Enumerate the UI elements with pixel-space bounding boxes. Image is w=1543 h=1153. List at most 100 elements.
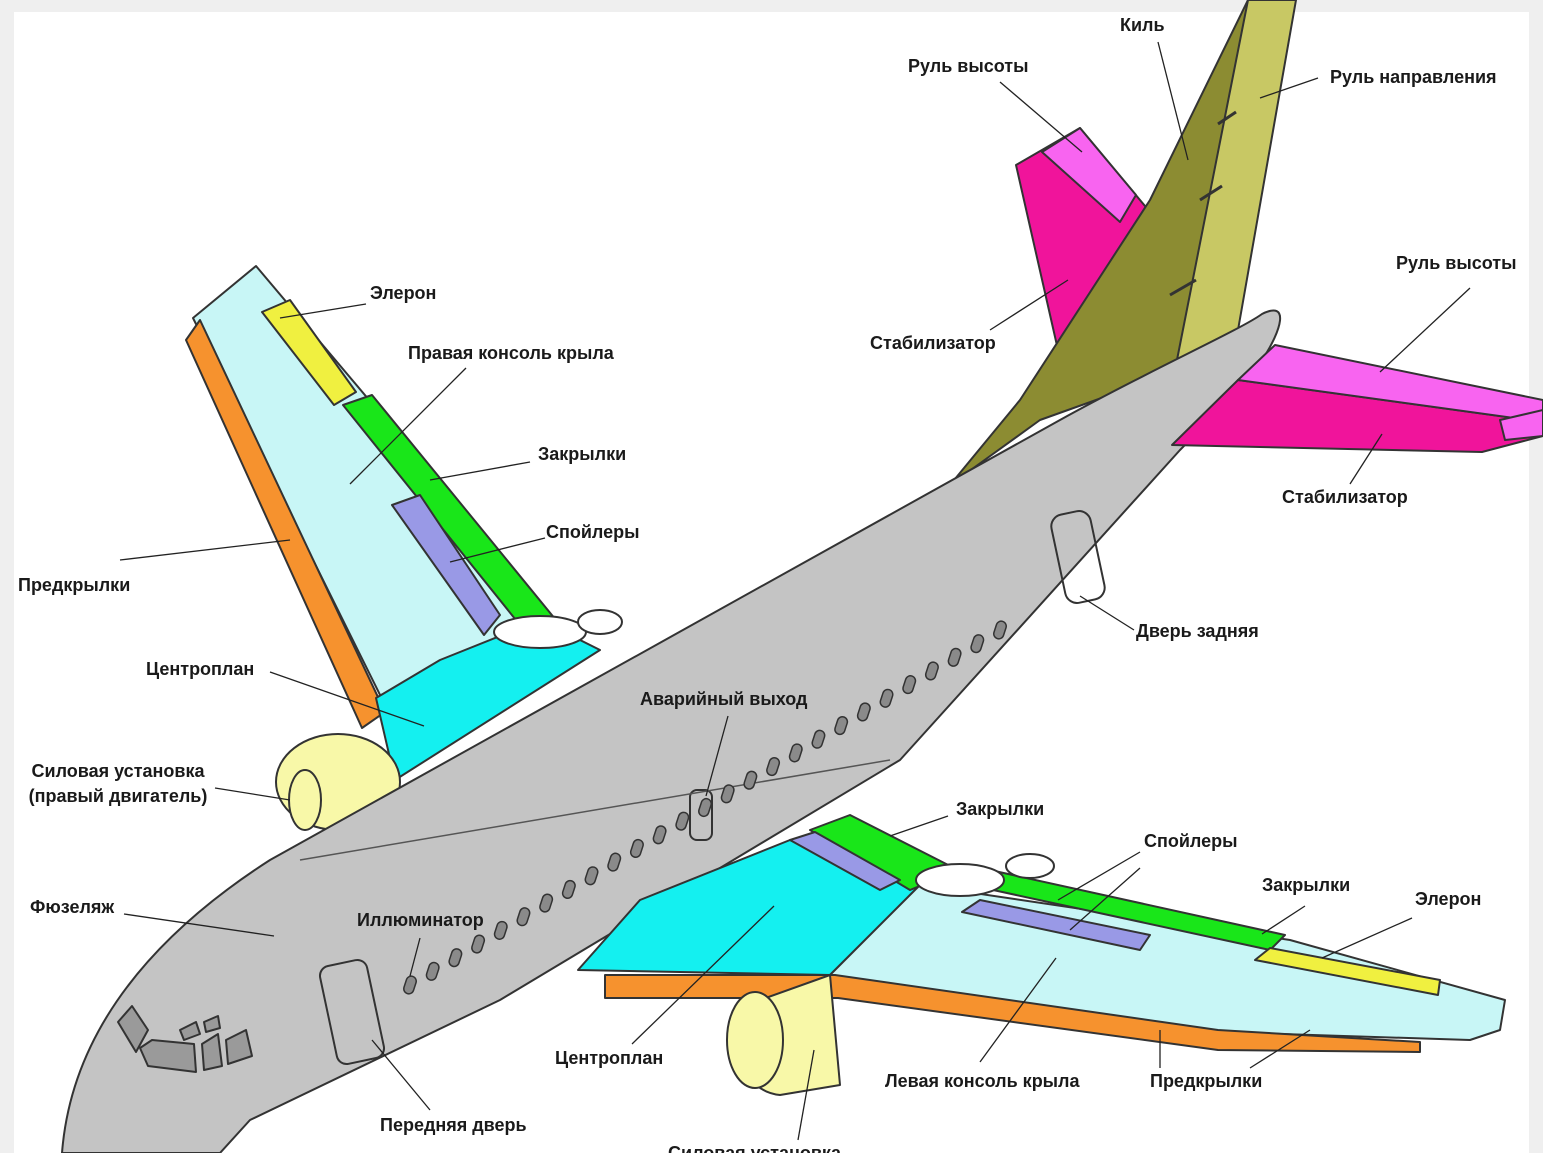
leader-rul-vysoty-right <box>1379 287 1471 373</box>
fin-hinge-3 <box>1169 278 1197 297</box>
leader-pravaya-konsol <box>349 367 467 485</box>
leader-eleron-left <box>1321 917 1413 959</box>
cabin-window <box>993 620 1007 640</box>
cabin-window <box>516 907 531 927</box>
cabin-window <box>811 729 826 749</box>
fuselage-line <box>299 759 891 861</box>
leader-stabilizator-right <box>1349 433 1383 485</box>
label-predkrylki-left: Предкрылки <box>1150 1071 1263 1091</box>
cabin-window <box>403 975 417 995</box>
cabin-window <box>561 879 576 899</box>
cabin-window <box>766 756 781 777</box>
label-rul-vysoty-right: Руль высоты <box>1396 253 1517 273</box>
label-avariyny-vyhod: Аварийный выход <box>640 689 808 709</box>
leader-kil <box>1157 41 1189 161</box>
left-wing <box>577 814 1506 1096</box>
cabin-window <box>584 866 599 886</box>
cabin-window <box>675 811 690 831</box>
fin-hinge-1 <box>1217 110 1237 126</box>
leader-predkrylki-right <box>119 539 291 561</box>
cabin-window <box>448 948 463 968</box>
leader-eleron-right <box>279 303 367 319</box>
label-fyuzelyazh: Фюзеляж <box>30 897 115 917</box>
cabin-window <box>425 961 440 981</box>
label-zakrylki-right: Закрылки <box>538 444 627 464</box>
elevator-far <box>1041 127 1137 223</box>
label-silovaya-right: Силовая установка (правый двигатель) <box>18 760 218 807</box>
cockpit-window-6 <box>203 1015 221 1033</box>
leader-tsentroplan-bottom <box>631 905 775 1045</box>
label-dver-zadnyaya: Дверь задняя <box>1136 621 1259 641</box>
label-zakrylki-left-inner: Закрылки <box>956 799 1045 819</box>
right-wing-aileron <box>261 299 357 406</box>
cockpit-window-2 <box>139 1039 197 1073</box>
cockpit-window-4 <box>225 1029 253 1065</box>
leader-levaya-konsol <box>979 957 1057 1063</box>
elevator-near-tab <box>1499 409 1543 441</box>
left-wing-aileron <box>1254 947 1441 996</box>
cockpit-window-5 <box>179 1021 201 1041</box>
window-row <box>403 620 1007 995</box>
label-rul-napravleniya: Руль направления <box>1330 67 1497 87</box>
label-predkrylki-right: Предкрылки <box>18 575 131 595</box>
label-eleron-left: Элерон <box>1415 889 1482 909</box>
left-engine-intake <box>726 991 784 1089</box>
cabin-window <box>539 893 554 913</box>
cabin-window <box>652 825 667 845</box>
leader-tsentroplan-top <box>269 671 425 727</box>
cabin-window <box>607 852 622 872</box>
label-perednyaya-dver: Передняя дверь <box>380 1115 527 1135</box>
left-flap-fairing <box>915 863 1005 897</box>
label-pravaya-konsol: Правая консоль крыла <box>408 343 614 363</box>
leader-silovaya-left <box>797 1049 815 1141</box>
emergency-exit <box>689 789 713 841</box>
fuselage <box>61 309 1281 1153</box>
cabin-window <box>629 838 644 859</box>
cabin-window <box>947 647 962 667</box>
label-levaya-konsol: Левая консоль крыла <box>885 1071 1080 1091</box>
elevator-near <box>1237 344 1543 423</box>
cabin-window <box>720 784 735 804</box>
cabin-window <box>788 743 803 763</box>
cockpit-window-3 <box>201 1033 223 1071</box>
left-flap-fairing-tip <box>1005 853 1055 879</box>
front-door <box>318 958 386 1066</box>
leader-rul-napravleniya <box>1259 77 1319 99</box>
leader-fyuzelyazh <box>123 913 275 937</box>
right-flap-fairing <box>493 615 587 649</box>
cabin-window <box>902 675 917 695</box>
label-kil: Киль <box>1120 15 1165 35</box>
label-silovaya-left: Силовая установка <box>668 1143 841 1153</box>
horizontal-tail <box>1171 344 1543 453</box>
cabin-window <box>471 934 486 954</box>
label-silovaya-right-line2: (правый двигатель) <box>28 786 208 806</box>
leader-zakrylki-left-inner <box>889 815 949 837</box>
cabin-window <box>879 688 894 708</box>
cabin-window <box>924 661 939 681</box>
cabin-window <box>493 920 508 940</box>
label-zakrylki-left-outer: Закрылки <box>1262 875 1351 895</box>
cockpit-window-1 <box>117 1005 149 1053</box>
leader-dver-zadnyaya <box>1079 595 1135 631</box>
right-flap-fairing-tip <box>577 609 623 635</box>
leader-lines <box>119 41 1471 1141</box>
leader-rul-vysoty-top <box>999 81 1083 153</box>
cabin-window <box>970 634 985 654</box>
right-wing-spoilers <box>391 494 501 636</box>
cabin-window <box>743 770 758 790</box>
leader-perednyaya-dver <box>371 1039 431 1111</box>
label-spoilery-left: Спойлеры <box>1144 831 1238 851</box>
label-illyuminator: Иллюминатор <box>357 910 484 930</box>
leader-predkrylki-left <box>1249 1029 1311 1069</box>
leader-spoilery-right <box>449 537 546 563</box>
label-spoilery-right: Спойлеры <box>546 522 640 542</box>
label-rul-vysoty-top: Руль высоты <box>908 56 1029 76</box>
leader-zakrylki-left-outer <box>1261 905 1306 935</box>
label-tsentroplan-top: Центроплан <box>146 659 255 679</box>
label-eleron-right: Элерон <box>370 283 437 303</box>
cabin-window <box>834 716 849 736</box>
leader-stabilizator-top <box>989 279 1069 331</box>
left-wing-spoilers-inner <box>789 831 901 891</box>
